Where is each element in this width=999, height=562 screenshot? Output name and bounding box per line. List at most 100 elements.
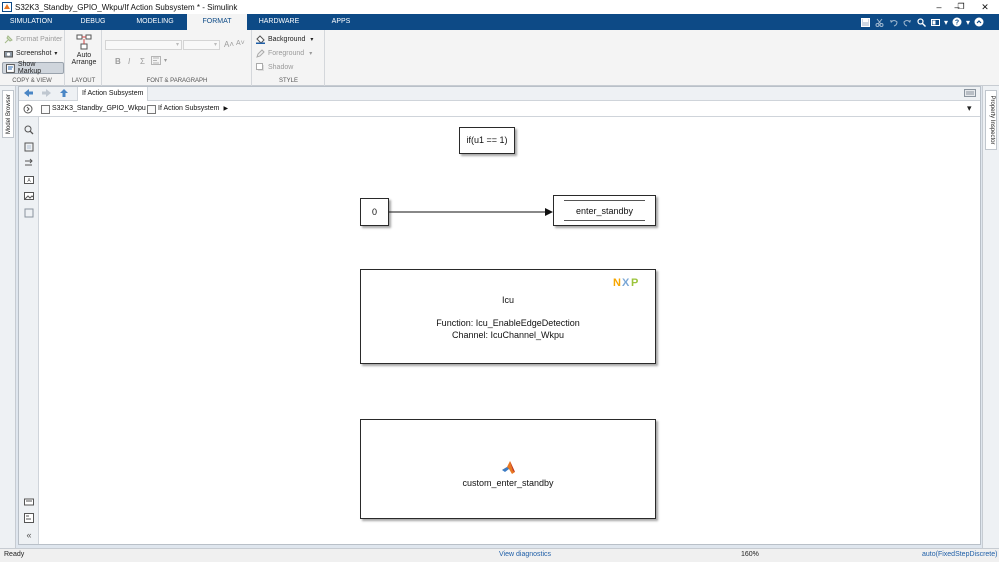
icu-title: Icu (501, 295, 514, 305)
image-icon[interactable] (23, 191, 35, 203)
tab-debug[interactable]: DEBUG (80, 18, 106, 25)
auto-arrange-button[interactable]: Auto Arrange (68, 34, 100, 66)
cut-icon[interactable] (872, 16, 886, 28)
tab-if-action-subsystem[interactable]: If Action Subsystem (77, 87, 149, 101)
action-port-block[interactable]: if(u1 == 1) (459, 127, 515, 154)
undo-icon[interactable] (886, 16, 900, 28)
hide-model-browser-icon[interactable] (23, 104, 33, 114)
font-family-dropdown-arrow-icon: ▾ (175, 42, 179, 48)
background-color-button[interactable]: Background ▾ (256, 35, 313, 44)
minimize-button[interactable]: – (954, 2, 960, 12)
title-bar: S32K3_Standby_GPIO_Wkpu/If Action Subsys… (0, 0, 999, 14)
property-icon[interactable] (23, 513, 35, 525)
font-size-dropdown-arrow-icon: ▾ (213, 42, 217, 48)
data-store-write-block[interactable]: enter_standby (553, 195, 656, 226)
svg-text:?: ? (955, 20, 959, 27)
tab-simulation[interactable]: SIMULATION (9, 18, 53, 25)
format-painter-button[interactable]: Format Painter (4, 35, 62, 44)
help-icon[interactable]: ? (950, 16, 964, 28)
back-arrow-icon[interactable] (21, 88, 35, 100)
nxp-logo: N X P (613, 277, 638, 289)
up-to-parent-icon[interactable] (57, 88, 71, 100)
paint-bucket-icon (256, 35, 265, 44)
constant-block[interactable]: 0 (360, 198, 389, 226)
shadow-toggle[interactable]: Shadow (256, 63, 293, 72)
auto-arrange-label-2: Arrange (71, 59, 97, 66)
signal-line[interactable] (389, 207, 554, 217)
tab-list-icon[interactable] (963, 88, 977, 100)
maximize-button[interactable]: ❐ (957, 2, 965, 11)
annotation-icon[interactable]: A (23, 175, 35, 187)
model-data-icon[interactable] (23, 497, 35, 509)
forward-arrow-icon[interactable] (39, 88, 53, 100)
model-browser-label: Model Browser (6, 94, 12, 135)
action-port-label: if(u1 == 1) (466, 135, 508, 145)
shadow-icon (256, 63, 264, 71)
help-dropdown-icon[interactable]: ▾ (965, 17, 970, 27)
ribbon-section-font-paragraph: ▾ ▾ A˄ A˅ B I Σ ▾ FONT & PARAGRAPH (103, 30, 252, 86)
property-inspector-tab[interactable]: Property Inspector (985, 90, 997, 150)
tab-apps[interactable]: APPS (331, 18, 351, 25)
arrow-direction-icon[interactable] (23, 158, 35, 170)
simulink-app-icon (2, 2, 12, 12)
model-browser-tab[interactable]: Model Browser (2, 90, 14, 138)
matlab-function-block[interactable]: custom_enter_standby (360, 419, 656, 519)
block-palette-toolbar: A « (19, 117, 39, 544)
ribbon-tab-bar: SIMULATION DEBUG MODELING FORMAT HARDWAR… (0, 14, 999, 30)
tab-modeling[interactable]: MODELING (136, 18, 174, 25)
copy-view-section-label: COPY & VIEW (12, 78, 52, 84)
ribbon-section-copy-view: Format Painter Screenshot ▾ Show Markup … (0, 30, 65, 86)
save-icon[interactable] (858, 16, 872, 28)
show-markup-label: Show Markup (17, 61, 42, 75)
tab-format[interactable]: FORMAT (187, 14, 247, 30)
property-inspector-strip: Property Inspector (982, 86, 999, 548)
shadow-label: Shadow (268, 64, 294, 71)
text-alignment-icon[interactable] (151, 56, 161, 65)
camera-icon (4, 51, 13, 58)
alignment-dropdown-icon[interactable]: ▾ (164, 58, 168, 64)
search-icon[interactable] (914, 16, 928, 28)
tab-hardware[interactable]: HARDWARE (258, 18, 300, 25)
redo-icon[interactable] (900, 16, 914, 28)
screenshot-label: Screenshot (16, 50, 52, 57)
window-title: S32K3_Standby_GPIO_Wkpu/If Action Subsys… (15, 2, 238, 12)
status-text: Ready (4, 551, 25, 558)
view-diagnostics-link[interactable]: View diagnostics (499, 551, 552, 558)
zoom-icon[interactable] (23, 125, 35, 137)
data-store-top-rule (564, 200, 645, 201)
minimize-button-visible[interactable]: – (936, 2, 942, 12)
font-family-dropdown[interactable]: ▾ (105, 40, 182, 50)
status-bar: Ready View diagnostics 160% auto(FixedSt… (0, 548, 999, 562)
dropdown-arrow-icon[interactable]: ▾ (943, 17, 948, 27)
collapse-palette-icon[interactable]: « (26, 530, 32, 540)
screenshot-dropdown-icon: ▾ (54, 51, 58, 57)
icu-block[interactable]: N X P Icu Function: Icu_EnableEdgeDetect… (360, 269, 656, 364)
foreground-color-button[interactable]: Foreground ▾ (256, 49, 312, 58)
close-button[interactable]: ✕ (981, 2, 989, 12)
screenshot-button[interactable]: Screenshot ▾ (4, 49, 57, 58)
fit-to-view-icon[interactable] (23, 142, 35, 154)
breadcrumb-dropdown-icon[interactable]: ▾ (967, 103, 972, 113)
bold-button[interactable]: B (115, 57, 121, 66)
model-editor: If Action Subsystem S32K3_Standby_GPIO_W… (18, 86, 981, 545)
paintbrush-icon (4, 35, 13, 44)
collapse-ribbon-icon[interactable] (972, 16, 986, 28)
editor-nav-bar: If Action Subsystem (19, 87, 980, 101)
breadcrumb-item-subsystem[interactable]: If Action Subsystem ▶ (147, 101, 228, 117)
breadcrumb-item-model[interactable]: S32K3_Standby_GPIO_Wkpu ▶ (41, 101, 154, 117)
font-size-dropdown[interactable]: ▾ (183, 40, 220, 50)
grow-font-button[interactable]: A˄ (224, 40, 235, 49)
model-canvas[interactable]: if(u1 == 1) 0 enter_standby N X P Icu Fu… (39, 117, 980, 544)
matlab-logo-icon (502, 461, 515, 474)
svg-text:P: P (631, 277, 638, 289)
italic-button[interactable]: I (128, 57, 131, 66)
font-paragraph-section-label: FONT & PARAGRAPH (146, 78, 208, 84)
area-icon[interactable] (23, 208, 35, 220)
shrink-font-button[interactable]: A˅ (236, 40, 245, 47)
markup-icon (6, 63, 15, 73)
solver-link[interactable]: auto(FixedStepDiscrete) (922, 551, 998, 558)
layout-icon[interactable] (928, 16, 942, 28)
show-markup-toggle[interactable]: Show Markup (2, 61, 64, 75)
svg-text:A: A (27, 178, 31, 184)
tex-button[interactable]: Σ (140, 57, 145, 66)
